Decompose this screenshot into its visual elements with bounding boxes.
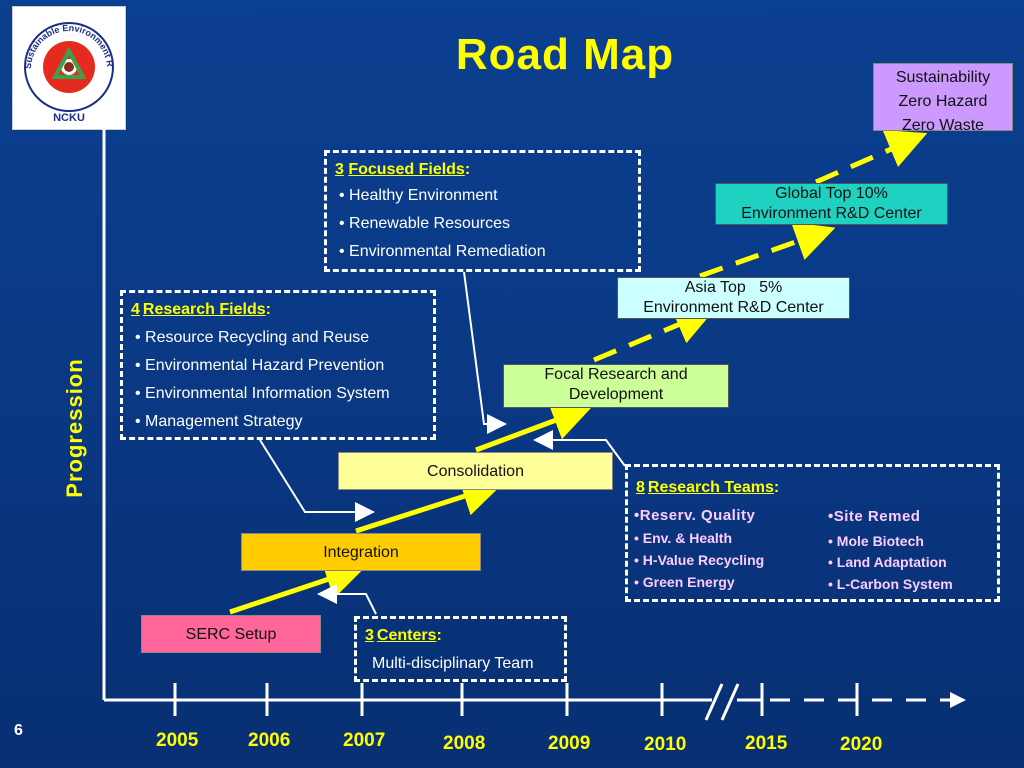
zero-waste-label: Zero Waste xyxy=(901,117,985,134)
focused-field-item: • Healthy Environment xyxy=(339,187,498,204)
timeline-ticks xyxy=(173,683,859,716)
global-top-line1: Global Top 10% xyxy=(775,185,888,202)
team-group-header: •Reserv. Quality xyxy=(634,507,756,524)
asia-top-box: Asia Top 5% Environment R&D Center xyxy=(617,277,850,319)
focal-line1: Focal Research and xyxy=(544,366,688,383)
global-top-box: Global Top 10% Environment R&D Center xyxy=(715,183,948,225)
team-item: • Land Adaptation xyxy=(828,554,947,570)
year-label: 2010 xyxy=(644,734,687,755)
zero-hazard-label: Zero Hazard xyxy=(898,93,988,110)
team-item: • Green Energy xyxy=(634,574,735,590)
year-label: 2007 xyxy=(343,730,386,751)
team-item: • L-Carbon System xyxy=(828,576,953,592)
focused-fields-header: 3 Focused Fields: xyxy=(335,161,471,178)
logo-bottom-text: NCKU xyxy=(53,112,85,124)
centers-item: Multi-disciplinary Team xyxy=(372,655,534,672)
progression-label: Progression xyxy=(62,358,87,498)
sustainability-label: Sustainability xyxy=(895,69,991,86)
serc-setup-box: SERC Setup xyxy=(141,615,321,653)
timeline-arrowhead xyxy=(950,692,966,708)
focused-fields-box: 3 Focused Fields: • Healthy Environment … xyxy=(324,150,641,272)
research-field-item: • Management Strategy xyxy=(135,413,303,430)
year-label: 2008 xyxy=(443,733,486,754)
research-field-item: • Environmental Information System xyxy=(135,385,390,402)
slide-number: 6 xyxy=(14,722,23,739)
research-field-item: • Environmental Hazard Prevention xyxy=(135,357,385,374)
asia-top-line1: Asia Top 5% xyxy=(684,279,783,296)
consolidation-box: Consolidation xyxy=(338,452,613,490)
page-title: Road Map xyxy=(455,30,675,79)
focused-field-item: • Environmental Remediation xyxy=(339,243,546,260)
global-top-line2: Environment R&D Center xyxy=(741,205,922,222)
team-item: • Mole Biotech xyxy=(828,533,924,549)
year-label: 2015 xyxy=(745,733,788,754)
year-label: 2006 xyxy=(248,730,291,751)
team-item: • Env. & Health xyxy=(634,530,732,546)
team-group-header: •Site Remed xyxy=(828,508,921,525)
asia-top-line2: Environment R&D Center xyxy=(643,299,824,316)
focused-field-item: • Renewable Resources xyxy=(339,215,511,232)
focal-research-box: Focal Research and Development xyxy=(503,364,729,408)
research-field-item: • Resource Recycling and Reuse xyxy=(135,329,370,346)
serc-logo: Sustainable Environment Research Cent NC… xyxy=(10,0,126,130)
axis-break xyxy=(704,683,724,721)
integration-box: Integration xyxy=(241,533,481,571)
focal-line2: Development xyxy=(568,386,664,403)
year-label: 2020 xyxy=(840,734,883,755)
team-item: • H-Value Recycling xyxy=(634,552,765,568)
year-label: 2009 xyxy=(548,733,591,754)
year-label: 2005 xyxy=(156,730,199,751)
sustainability-box: Sustainability Zero Hazard Zero Waste xyxy=(873,63,1013,134)
connector-arrows xyxy=(259,271,626,615)
